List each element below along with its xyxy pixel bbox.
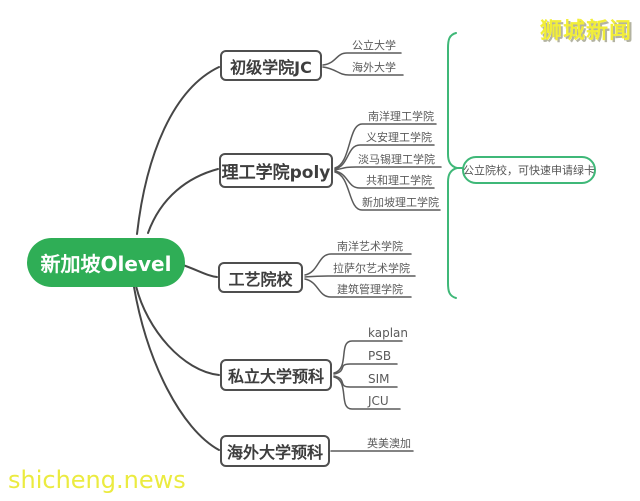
annotation-public-institutions[interactable]: 公立院校，可快速申请绿卡 — [462, 156, 596, 184]
edge-root-to-poly — [147, 168, 219, 234]
child-kaplan[interactable]: kaplan — [368, 326, 409, 340]
branch-arts-institutes[interactable]: 工艺院校 — [218, 262, 303, 293]
branch-polytechnic[interactable]: 理工学院poly — [219, 153, 333, 188]
edge-private-psb — [333, 363, 398, 375]
branch-overseas-university-prep[interactable]: 海外大学预科 — [220, 435, 330, 467]
edge-private-kaplan — [333, 340, 403, 374]
edge-root-to-private — [135, 285, 220, 376]
edge-root-to-arts — [179, 263, 218, 278]
edge-private-sim — [333, 375, 398, 388]
edge-arts-nafa — [304, 253, 412, 276]
edge-root-to-overseas — [133, 286, 220, 451]
edge-arts-bca — [304, 278, 412, 298]
edge-poly-singapore — [334, 171, 441, 211]
root-node-singapore-olevel[interactable]: 新加坡Olevel — [27, 238, 185, 287]
edge-poly-republic — [334, 170, 435, 189]
child-psb[interactable]: PSB — [368, 349, 392, 363]
child-nafa[interactable]: 南洋艺术学院 — [337, 240, 403, 253]
edge-root-to-jc — [136, 66, 220, 235]
edge-private-jcu — [333, 376, 401, 410]
child-lasalle[interactable]: 拉萨尔艺术学院 — [333, 262, 410, 275]
edge-arts-lasalle — [304, 275, 416, 278]
edge-poly-nanyang — [334, 123, 437, 169]
child-temasek-poly[interactable]: 淡马锡理工学院 — [358, 153, 435, 166]
child-bca-academy[interactable]: 建筑管理学院 — [337, 283, 403, 296]
edge-jc-public-univ — [322, 52, 402, 66]
child-public-university[interactable]: 公立大学 — [352, 39, 396, 52]
edge-poly-ngee-ann — [334, 144, 435, 170]
edge-poly-temasek — [334, 166, 442, 171]
child-ngee-ann-poly[interactable]: 义安理工学院 — [366, 131, 432, 144]
child-sim[interactable]: SIM — [368, 372, 390, 386]
child-republic-poly[interactable]: 共和理工学院 — [366, 174, 432, 187]
child-nanyang-poly[interactable]: 南洋理工学院 — [368, 110, 434, 123]
brace-right — [447, 32, 461, 299]
edge-jc-overseas-univ — [322, 66, 404, 76]
child-uk-us-au-ca[interactable]: 英美澳加 — [367, 437, 411, 450]
site-url-watermark: shicheng.news — [8, 466, 186, 494]
child-overseas-university[interactable]: 海外大学 — [352, 61, 396, 74]
site-logo-watermark: 狮城新闻 — [540, 19, 633, 44]
child-singapore-poly[interactable]: 新加坡理工学院 — [362, 196, 439, 209]
branch-private-university-prep[interactable]: 私立大学预科 — [220, 359, 332, 391]
child-jcu[interactable]: JCU — [368, 394, 389, 408]
branch-junior-college[interactable]: 初级学院JC — [220, 50, 322, 81]
